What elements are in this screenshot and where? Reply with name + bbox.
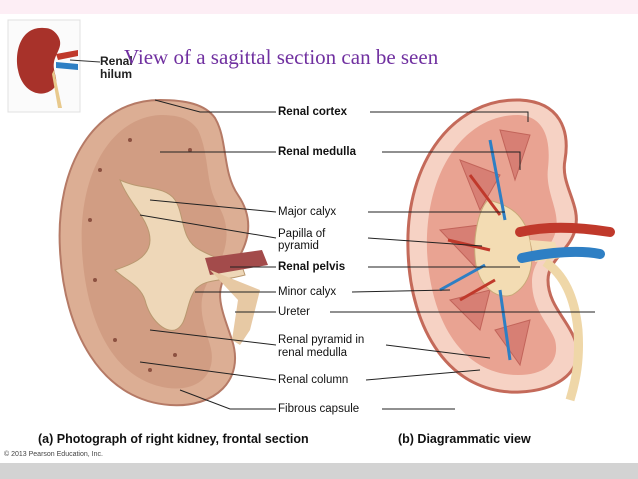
label-major-calyx: Major calyx bbox=[278, 206, 337, 218]
label-pyramid-line2: renal medulla bbox=[278, 347, 348, 359]
kidney-photo bbox=[58, 98, 268, 407]
inset-label-line2: hilum bbox=[100, 67, 132, 81]
label-renal-pelvis: Renal pelvis bbox=[278, 261, 346, 273]
label-papilla-line1: Papilla of bbox=[278, 228, 326, 240]
label-ureter: Ureter bbox=[278, 306, 310, 318]
copyright-text: © 2013 Pearson Education, Inc. bbox=[4, 451, 103, 458]
caption-photograph: (a) Photograph of right kidney, frontal … bbox=[38, 432, 309, 446]
label-fibrous-capsule: Fibrous capsule bbox=[278, 403, 360, 415]
top-accent-bar bbox=[0, 0, 638, 14]
label-renal-cortex: Renal cortex bbox=[278, 106, 348, 118]
inset-label-line1: Renal bbox=[100, 54, 133, 68]
inset-kidney-icon bbox=[7, 19, 101, 113]
bottom-bar bbox=[0, 463, 638, 479]
slide-title: View of a sagittal section can be seen bbox=[124, 45, 439, 69]
label-pyramid-line1: Renal pyramid in bbox=[278, 334, 365, 346]
caption-diagram: (b) Diagrammatic view bbox=[398, 432, 531, 446]
label-papilla-line2: pyramid bbox=[278, 240, 319, 252]
label-renal-medulla: Renal medulla bbox=[278, 146, 356, 158]
label-minor-calyx: Minor calyx bbox=[278, 286, 337, 298]
label-renal-column: Renal column bbox=[278, 374, 349, 386]
kidney-diagram bbox=[406, 98, 615, 402]
leader-lines bbox=[139, 99, 595, 410]
inset-hilum-label: Renal hilum bbox=[100, 55, 133, 81]
